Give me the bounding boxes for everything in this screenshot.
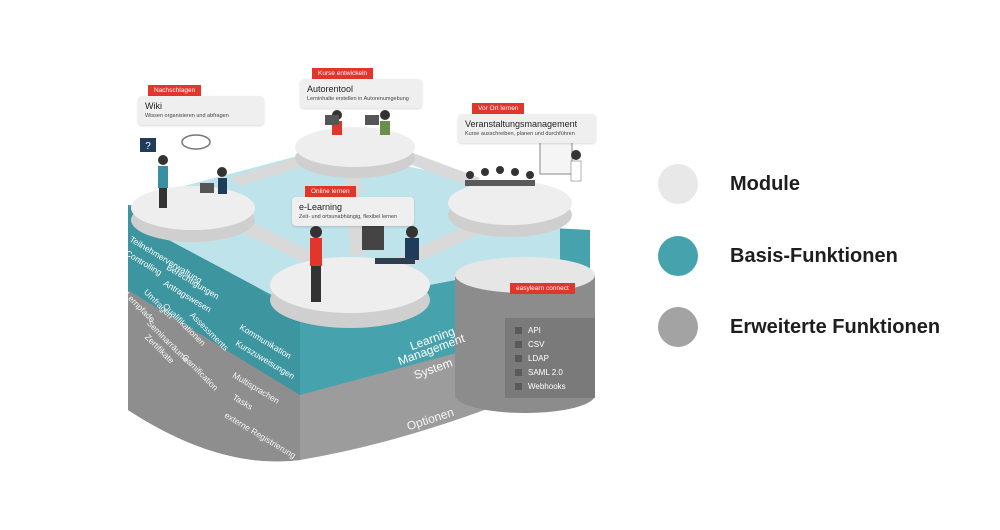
square-icon <box>515 369 522 376</box>
elearning-subtitle: Zeit- und ortsunabhängig, flexibel lerne… <box>299 214 398 220</box>
connect-item[interactable]: Webhooks <box>515 382 566 391</box>
legend-label: Basis-Funktionen <box>730 244 898 267</box>
legend-swatch <box>658 307 698 347</box>
legend-swatch <box>658 236 698 276</box>
wiki-subtitle: Wissen organisieren und abfragen <box>145 113 229 119</box>
legend-item-basis: Basis-Funktionen <box>658 234 898 278</box>
connect-item[interactable]: SAML 2.0 <box>515 368 563 377</box>
module-platform-wiki <box>131 186 255 242</box>
legend-item-module: Module <box>658 162 800 206</box>
wiki-tag: Nachschlagen <box>148 85 202 96</box>
legend-item-extended: Erweiterte Funktionen <box>658 305 940 349</box>
veranstaltung-subtitle: Kurse ausschreiben, planen und durchführ… <box>465 131 575 137</box>
autorentool-bubble[interactable]: Autorentool Lerninhalte erstellen in Aut… <box>300 79 422 108</box>
autorentool-subtitle: Lerninhalte erstellen in Autorenumgebung <box>307 96 409 102</box>
elearning-bubble[interactable]: e-Learning Zeit- und ortsunabhängig, fle… <box>292 197 414 226</box>
legend-label: Erweiterte Funktionen <box>730 315 941 338</box>
veranstaltung-title: Veranstaltungsmanagement <box>465 119 578 129</box>
square-icon <box>515 355 522 362</box>
connect-item[interactable]: API <box>515 326 541 335</box>
connect-cylinder <box>455 257 595 413</box>
connect-tag: easylearn connect <box>510 283 575 294</box>
module-platform-veranstaltung <box>448 181 572 237</box>
wiki-title: Wiki <box>145 101 162 111</box>
legend-swatch <box>658 164 698 204</box>
square-icon <box>515 341 522 348</box>
elearning-tag: Online lernen <box>305 186 356 197</box>
autorentool-tag: Kurse entwickeln <box>312 68 374 79</box>
autorentool-title: Autorentool <box>307 84 354 94</box>
square-icon <box>515 327 522 334</box>
cloud-icon <box>181 134 211 150</box>
connect-item[interactable]: CSV <box>515 340 544 349</box>
veranstaltung-bubble[interactable]: Veranstaltungsmanagement Kurse ausschrei… <box>458 114 596 143</box>
module-platform-elearning <box>270 257 430 328</box>
people-illustrations <box>158 110 582 302</box>
wiki-bubble[interactable]: Wiki Wissen organisieren und abfragen <box>138 96 264 125</box>
connect-item[interactable]: LDAP <box>515 354 549 363</box>
question-icon: ? <box>145 141 151 152</box>
square-icon <box>515 383 522 390</box>
module-platform-autorentool <box>295 127 415 178</box>
veranstaltung-tag: Vor Ort lernen <box>472 103 525 114</box>
legend-label: Module <box>730 172 800 195</box>
elearning-title: e-Learning <box>299 202 343 212</box>
